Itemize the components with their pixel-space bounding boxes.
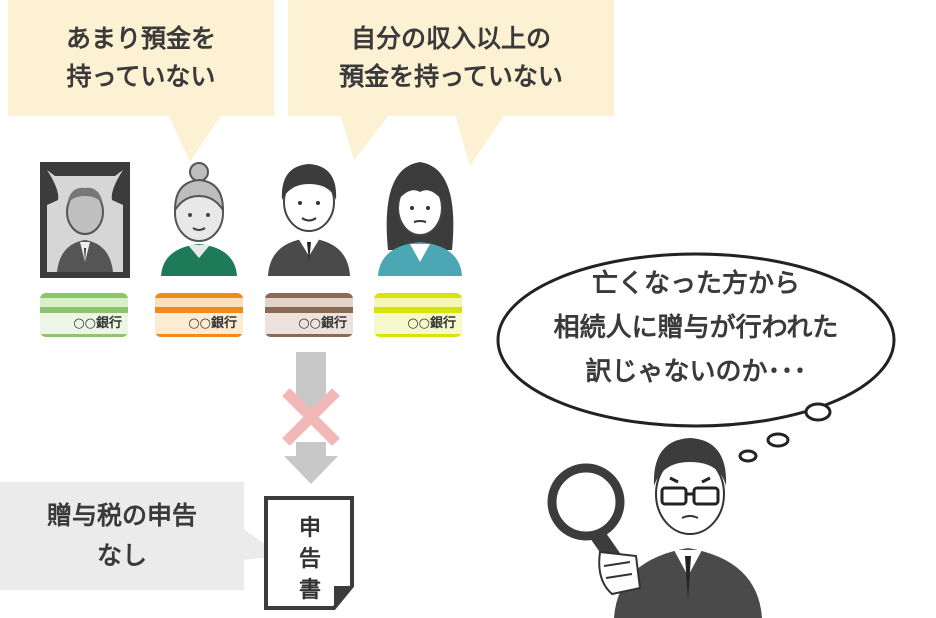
bankbook-deceased: ○○銀行 xyxy=(40,293,128,337)
bankbook-son-label: ○○銀行 xyxy=(265,313,353,334)
daughter-icon xyxy=(378,162,462,276)
bankbook-grandmother-label: ○○銀行 xyxy=(155,313,243,334)
bankbook-grandmother: ○○銀行 xyxy=(155,293,243,337)
thought-line2: 相続人に贈与が行われた xyxy=(553,313,839,343)
son-icon xyxy=(268,164,350,276)
thought-text: 亡くなった方から 相続人に贈与が行われた 訳じゃないのか･･･ xyxy=(500,262,892,394)
document-char-1: 申 xyxy=(299,516,322,541)
document-char-3: 書 xyxy=(299,578,322,603)
grandmother-icon xyxy=(161,162,237,276)
callout-savings-below-income: 自分の収入以上の 預金を持っていない xyxy=(288,0,614,116)
thought-line1: 亡くなった方から xyxy=(591,269,800,299)
callout-left-line1: あまり預金を xyxy=(65,24,216,53)
callout-little-savings: あまり預金を 持っていない xyxy=(8,0,274,116)
no-declaration-callout: 贈与税の申告 なし xyxy=(0,482,244,590)
document-char-2: 告 xyxy=(299,547,322,572)
bankbook-deceased-label: ○○銀行 xyxy=(40,313,128,334)
bankbook-son: ○○銀行 xyxy=(265,293,353,337)
bankbook-daughter: ○○銀行 xyxy=(374,293,462,337)
no-declaration-line2: なし xyxy=(96,541,147,570)
callout-right-line1: 自分の収入以上の xyxy=(350,24,551,53)
deceased-portrait-icon xyxy=(40,162,130,278)
magnifying-glass-icon xyxy=(547,463,625,566)
cross-icon xyxy=(282,388,340,446)
callout-left-line2: 持っていない xyxy=(66,62,216,91)
bankbook-daughter-label: ○○銀行 xyxy=(374,313,462,334)
thought-line3: 訳じゃないのか･･･ xyxy=(585,357,807,387)
no-declaration-line1: 贈与税の申告 xyxy=(46,501,197,530)
callout-right-line2: 預金を持っていない xyxy=(339,62,563,91)
